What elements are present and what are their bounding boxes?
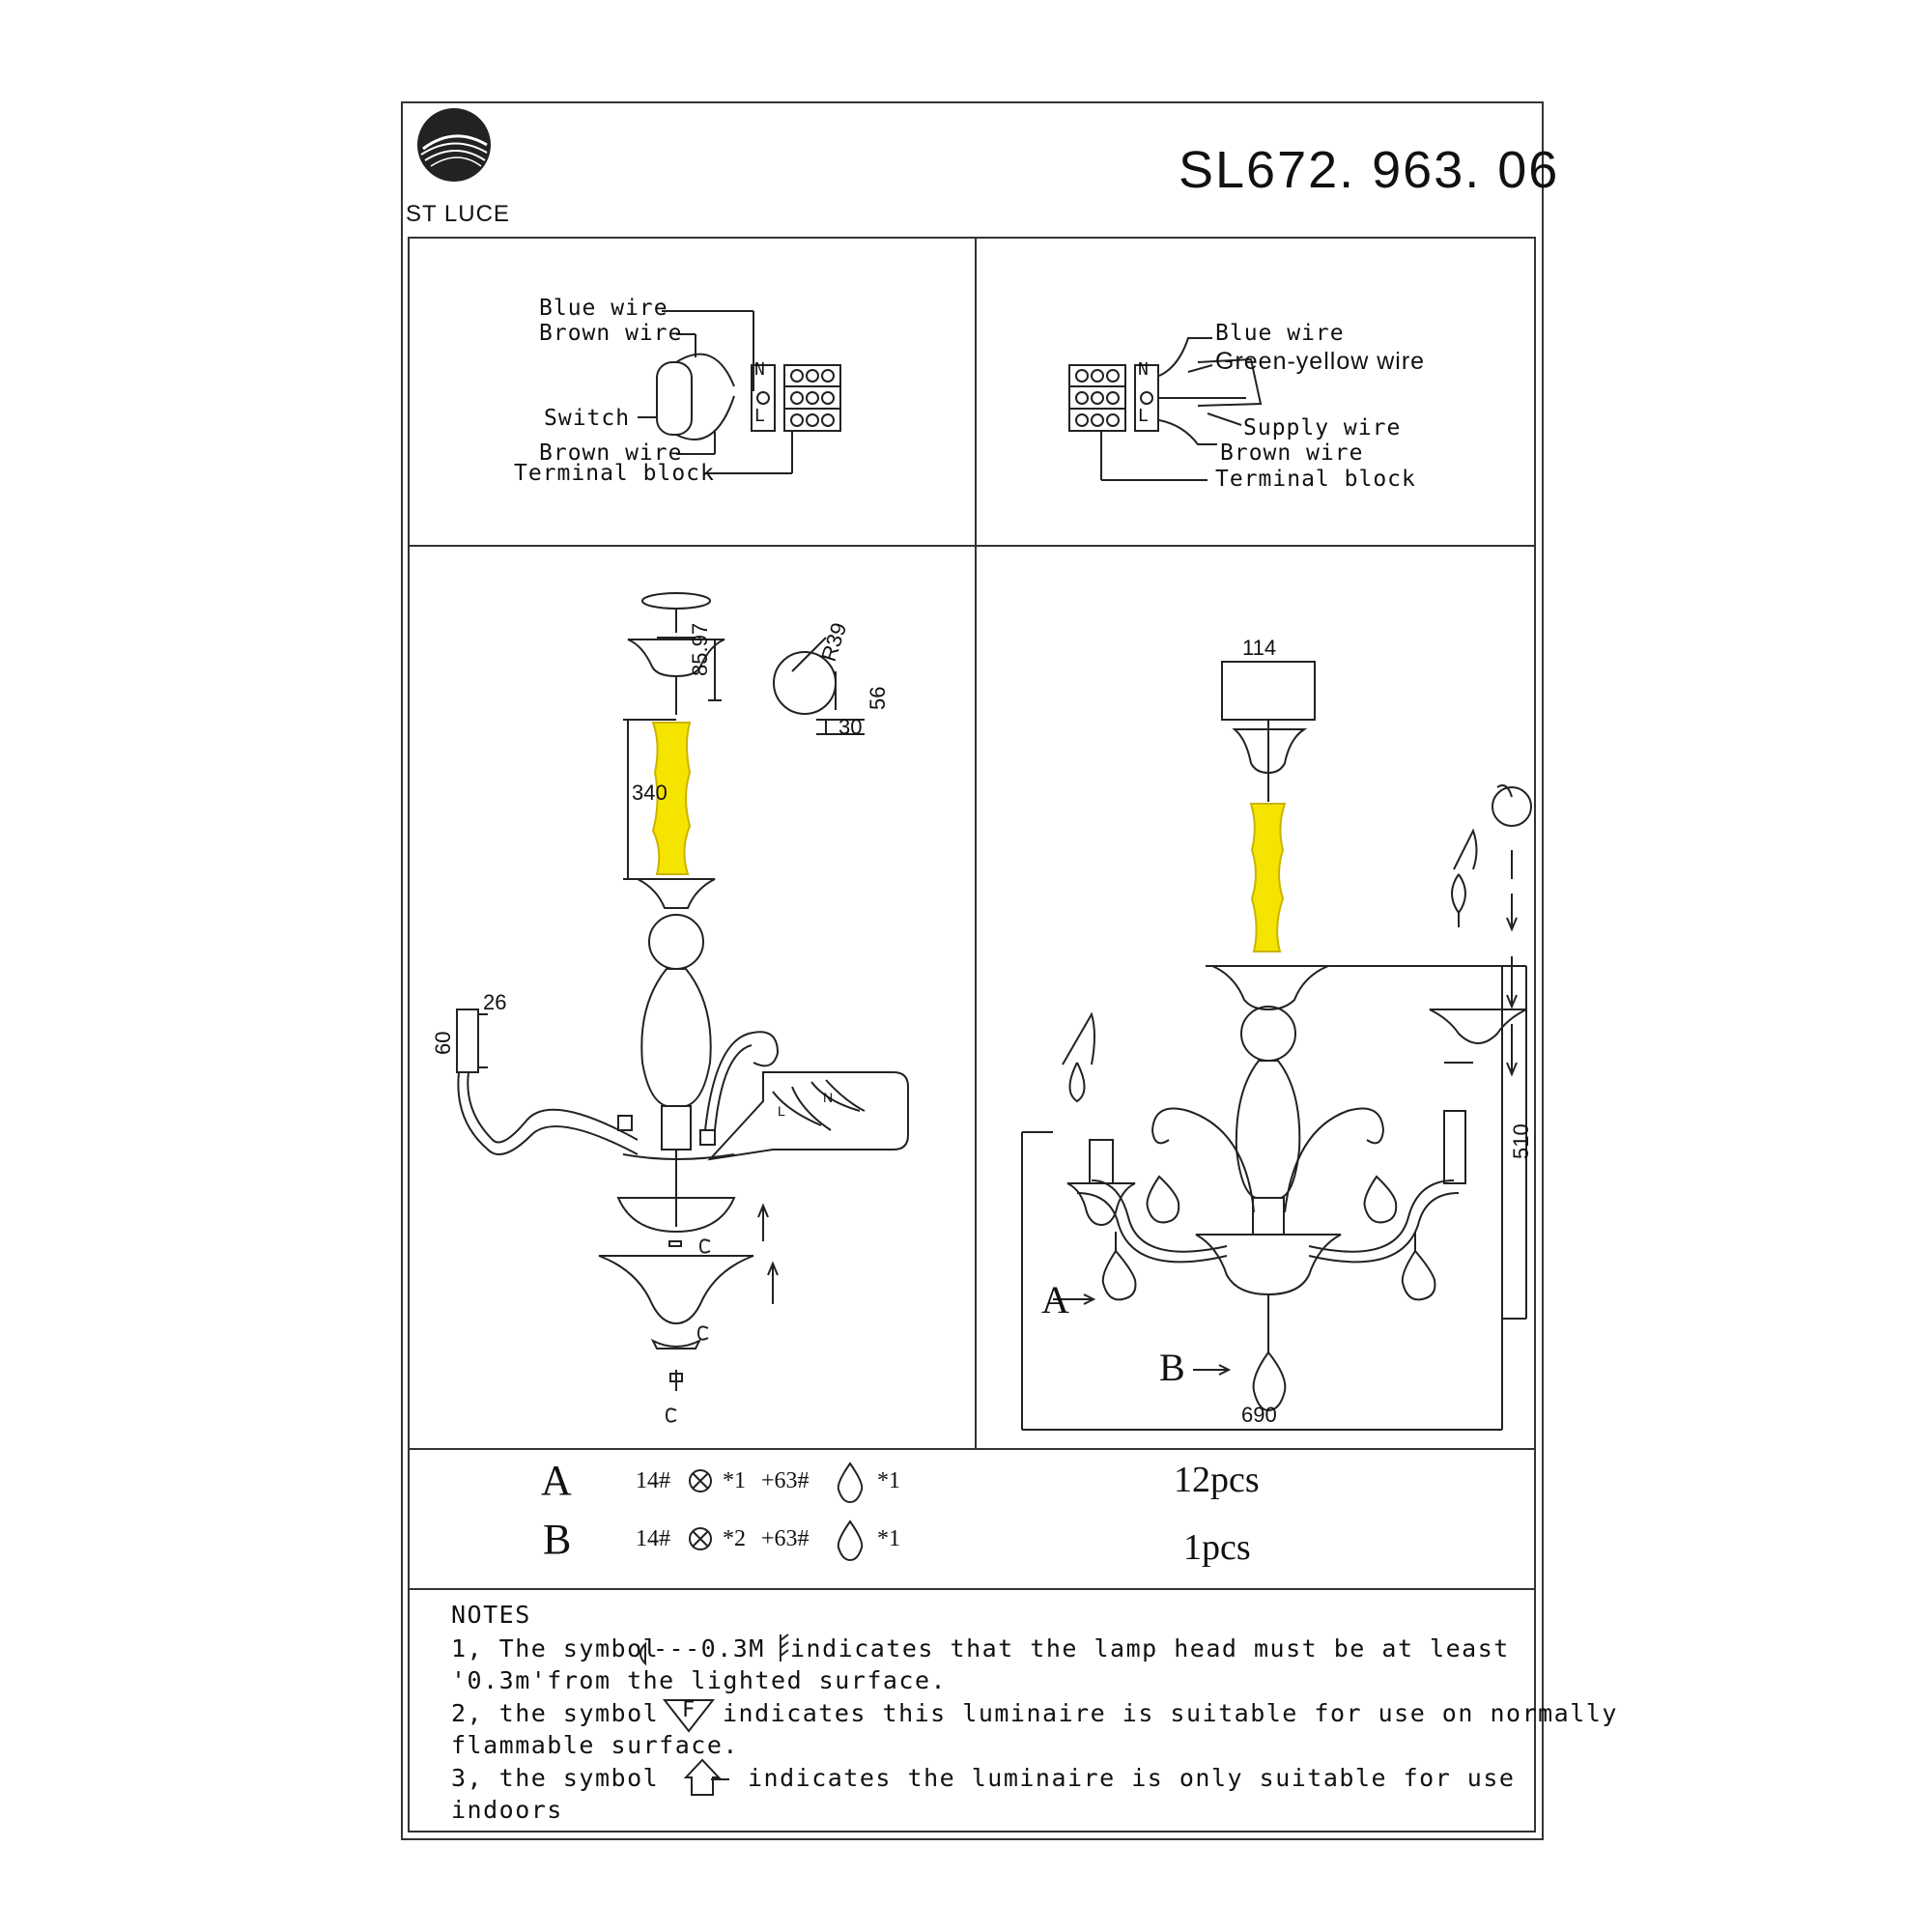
logo-swirl-icon (417, 108, 491, 182)
label-terminal-block-right: Terminal block (1215, 467, 1416, 492)
label-n-right: N (1138, 359, 1150, 380)
note-2-part-b: indicates this luminaire is suitable for… (723, 1699, 1618, 1727)
dim-rod-length: 340 (632, 781, 668, 805)
dim-canopy-height: 85.97 (688, 622, 712, 676)
rod-highlight-left (651, 722, 692, 875)
dim-plate-height: 56 (866, 686, 890, 710)
part-pcs: 12pcs (1174, 1460, 1260, 1500)
wiring-diagram-right (1068, 337, 1263, 481)
note-3-part-a: 3, the symbol (451, 1764, 660, 1792)
note-3-part-b: indicates the luminaire is only suitable… (748, 1764, 1516, 1792)
note-2-symbol: F (682, 1698, 696, 1722)
dim-height: 510 (1509, 1123, 1533, 1159)
dim-plate-width: 30 (838, 715, 863, 739)
note-1-part-a: 1, The symbol (451, 1634, 660, 1662)
inner-frame (408, 237, 1536, 1833)
crystal-icons (689, 1462, 864, 1562)
part-qty1: *1 (723, 1468, 746, 1493)
label-green-yellow-wire: Green-yellow wire (1215, 348, 1426, 375)
note-symbols (639, 1634, 789, 1796)
model-number: SL672. 963. 06 (1179, 141, 1560, 199)
outer-frame (401, 101, 1544, 1840)
wire-label-l: L (778, 1103, 785, 1119)
label-terminal-block-left: Terminal block (514, 461, 715, 486)
notes-heading: NOTES (451, 1601, 531, 1629)
note-3-part-c: indoors (451, 1796, 563, 1824)
label-supply-wire: Supply wire (1243, 415, 1402, 440)
part-label: B (543, 1516, 572, 1563)
label-blue-wire-left: Blue wire (539, 296, 668, 321)
note-1-part-b: indicates that the lamp head must be at … (790, 1634, 1510, 1662)
st-luce-logo (415, 106, 493, 184)
wiring-diagram-left (638, 310, 841, 474)
part-qty1: *2 (723, 1526, 746, 1551)
note-2-part-a: 2, the symbol (451, 1699, 660, 1727)
dim-arm-height: 60 (431, 1031, 455, 1055)
part-size1: 14# (636, 1526, 670, 1551)
part-label: A (541, 1457, 572, 1504)
label-switch: Switch (544, 406, 631, 431)
label-l-left: L (754, 406, 766, 426)
part-size2: +63# (761, 1526, 810, 1551)
part-size1: 14# (636, 1468, 670, 1493)
label-brown-wire-left-bottom: Brown wire (539, 440, 683, 466)
label-brown-wire-left-top: Brown wire (539, 321, 683, 346)
dim-canopy-width: 114 (1242, 636, 1277, 660)
pendant-label-b: B (1159, 1346, 1185, 1389)
label-l-right: L (1138, 406, 1150, 426)
dim-arm-width: 26 (483, 990, 507, 1014)
label-n-left: N (754, 359, 766, 380)
dim-width: 690 (1241, 1403, 1277, 1427)
note-1-symbol: ---0.3M (653, 1634, 765, 1662)
part-pcs: 1pcs (1183, 1527, 1251, 1568)
wire-label-n: N (823, 1090, 834, 1105)
part-qty2: *1 (877, 1526, 900, 1551)
part-qty2: *1 (877, 1468, 900, 1493)
fixture-assembled-view (1021, 661, 1532, 1431)
crystal-pendants (1053, 1175, 1436, 1412)
label-blue-wire-right: Blue wire (1215, 321, 1345, 346)
brand-name: ST LUCE (406, 201, 510, 227)
label-brown-wire-right: Brown wire (1220, 440, 1364, 466)
pendant-label-a: A (1041, 1278, 1069, 1321)
part-size2: +63# (761, 1468, 810, 1493)
rod-highlight-right (1249, 803, 1287, 952)
note-1-part-c: '0.3m'from the lighted surface. (451, 1666, 948, 1694)
note-2-part-c: flammable surface. (451, 1731, 739, 1759)
fixture-exploded-view (456, 592, 909, 1423)
